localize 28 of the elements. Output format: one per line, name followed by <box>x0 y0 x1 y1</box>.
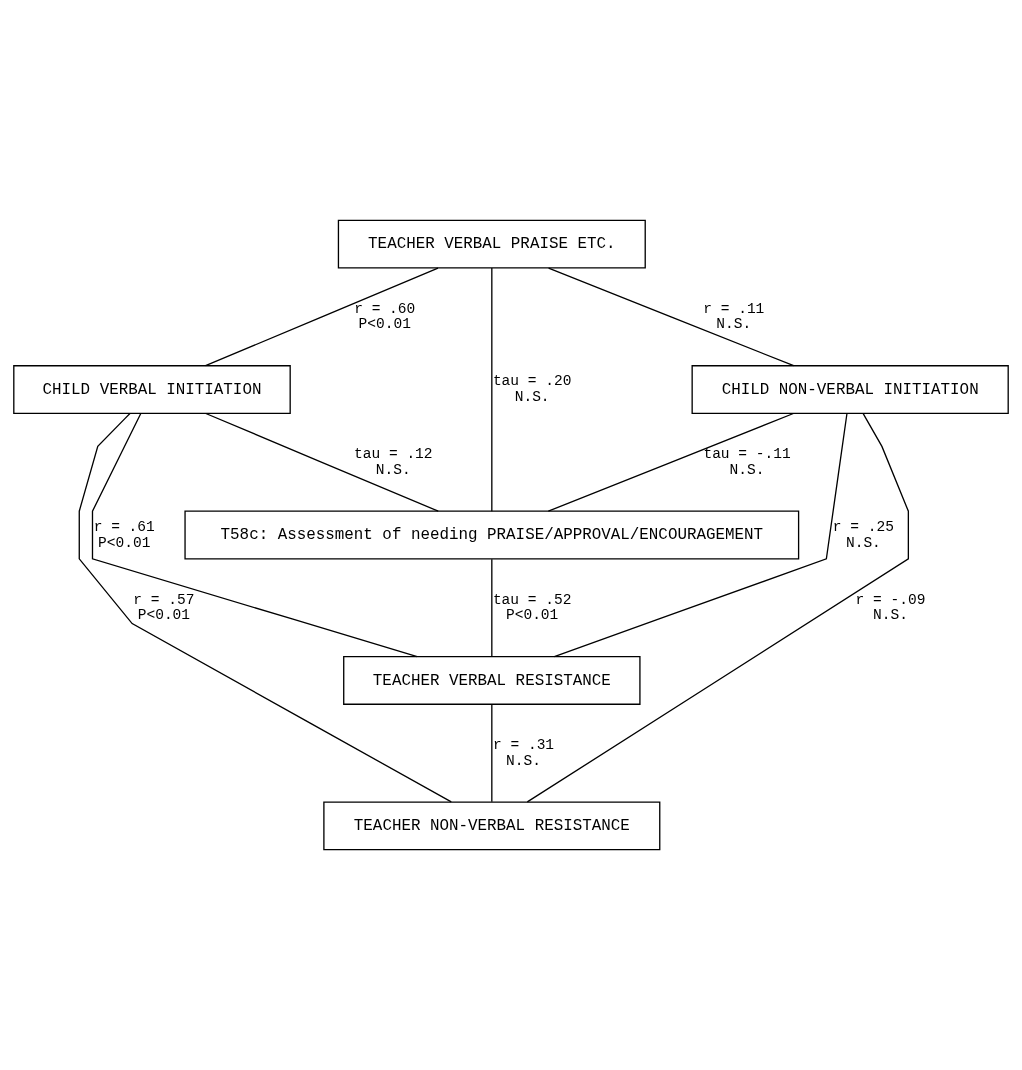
connector <box>553 412 848 658</box>
connector <box>547 267 795 367</box>
connector <box>491 704 493 803</box>
node-box: T58c: Assessment of needing PRAISE/APPROVAL/ENCOURAGEMENT <box>184 510 800 560</box>
connector <box>526 412 909 803</box>
connector <box>491 558 493 657</box>
connector <box>205 412 439 512</box>
edge-label: r = .57 P<0.01 <box>133 591 195 624</box>
edge-label: tau = .52 P<0.01 <box>492 591 572 624</box>
node-box: TEACHER VERBAL PRAISE ETC. <box>337 219 646 269</box>
connector <box>91 412 418 658</box>
connector <box>547 412 795 512</box>
edge-label: r = -.09 N.S. <box>855 591 926 624</box>
node-box: CHILD NON-VERBAL INITIATION <box>691 365 1009 414</box>
node-box: TEACHER VERBAL RESISTANCE <box>343 656 641 705</box>
node-box: TEACHER NON-VERBAL RESISTANCE <box>323 801 661 851</box>
connector <box>78 412 452 803</box>
edge-label: r = .31 N.S. <box>493 736 555 769</box>
edge-label: r = .25 N.S. <box>832 518 894 551</box>
edge-label: r = .60 P<0.01 <box>354 300 416 333</box>
edge-label: tau = .12 N.S. <box>354 446 433 478</box>
edge-label: tau = -.11 N.S. <box>703 446 791 478</box>
connector <box>204 267 439 367</box>
edge-label: tau = .20 N.S. <box>492 373 572 406</box>
edge-label: r = .11 N.S. <box>703 300 765 333</box>
edge-label: r = .61 P<0.01 <box>93 518 155 551</box>
connector <box>491 267 493 512</box>
node-box: CHILD VERBAL INITIATION <box>13 365 291 414</box>
